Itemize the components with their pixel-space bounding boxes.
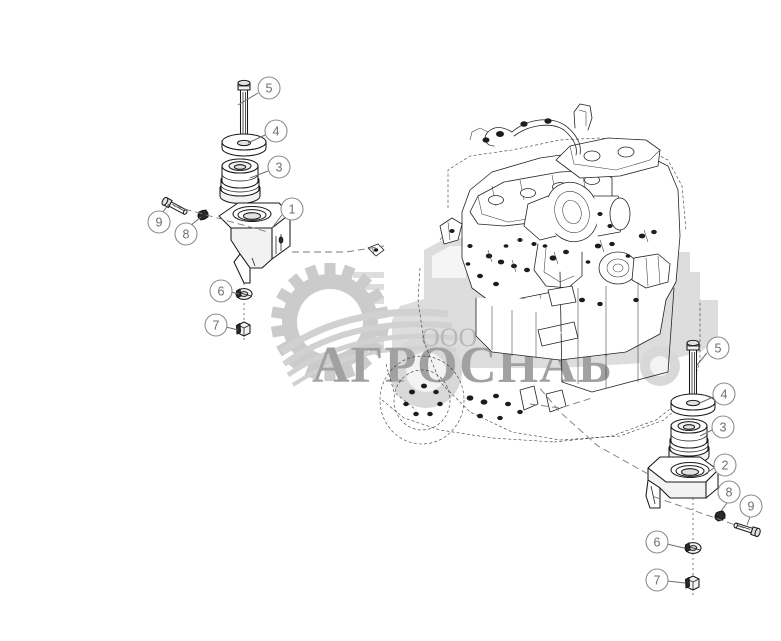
- callout-leader: [746, 516, 751, 526]
- callout-label: 9: [748, 500, 755, 514]
- callout-circle[interactable]: [645, 568, 669, 592]
- part-cap-screw-short-lower: [733, 522, 761, 538]
- engine-oil-pan: [475, 297, 667, 361]
- part-flat-washer-upper: [221, 133, 267, 157]
- callout-2-lower[interactable]: 2: [704, 453, 737, 477]
- callout-7-upper[interactable]: 7: [204, 313, 239, 337]
- callout-label: 7: [213, 319, 220, 333]
- callout-1-upper[interactable]: 1: [271, 197, 304, 229]
- part-lock-washer-lower: [684, 542, 702, 554]
- callout-label: 4: [273, 125, 280, 139]
- callout-3-lower[interactable]: 3: [699, 415, 735, 439]
- callout-label: 6: [654, 536, 661, 550]
- engine-front-bracket: [439, 217, 463, 245]
- callout-label: 8: [183, 228, 190, 242]
- callout-circle[interactable]: [280, 197, 304, 221]
- callout-circle[interactable]: [204, 313, 228, 337]
- callout-label: 6: [218, 285, 225, 299]
- part-hex-nut-upper: [235, 321, 251, 337]
- engine-alternator: [598, 251, 671, 289]
- callout-circle[interactable]: [713, 453, 737, 477]
- part-cap-screw-short-upper: [161, 196, 188, 215]
- part-mount-bracket-left: [218, 202, 291, 284]
- callout-leader: [237, 92, 259, 106]
- callout-circle[interactable]: [209, 279, 233, 303]
- callout-label: 9: [156, 216, 163, 230]
- callout-circle[interactable]: [174, 222, 198, 246]
- engine-turbocharger: [523, 181, 631, 243]
- callout-label: 4: [721, 388, 728, 402]
- callout-circle[interactable]: [739, 494, 763, 518]
- part-rubber-isolator-upper: [219, 158, 261, 204]
- callout-4-lower[interactable]: 4: [699, 382, 736, 406]
- fastener-path-lower: [651, 495, 745, 529]
- engine-exhaust-pipe: [533, 243, 583, 289]
- callout-label: 8: [726, 486, 733, 500]
- callout-5-upper[interactable]: 5: [237, 76, 281, 106]
- callout-6-lower[interactable]: 6: [645, 530, 685, 554]
- engine-breather-tube: [573, 103, 593, 131]
- callout-7-lower[interactable]: 7: [645, 568, 686, 592]
- engine-wiring-harness: [469, 118, 581, 156]
- combine-wheel-icon: [390, 336, 462, 408]
- callout-leader: [666, 543, 685, 549]
- callout-leader: [666, 580, 686, 584]
- callout-leader: [696, 352, 708, 366]
- engine-bellhousing-detail: [466, 385, 567, 421]
- callout-9-upper[interactable]: 9: [147, 203, 171, 234]
- callout-leader: [699, 429, 713, 437]
- chassis-vent-slot: [537, 321, 579, 347]
- part-lock-washer-upper: [235, 288, 253, 300]
- callout-label: 5: [266, 82, 273, 96]
- callout-3-upper[interactable]: 3: [249, 155, 291, 179]
- part-hex-nut-lower: [684, 575, 700, 591]
- part-mount-bracket-right: [645, 456, 719, 509]
- callout-label: 1: [289, 203, 296, 217]
- callout-leader: [271, 214, 283, 229]
- wheat-swoosh-icon: [279, 308, 457, 387]
- engine-assembly-illustration: [367, 103, 701, 445]
- callout-leader: [249, 170, 269, 179]
- callout-label: 5: [715, 342, 722, 356]
- upper-left-mount-assembly: [161, 79, 291, 340]
- callout-circle[interactable]: [267, 155, 291, 179]
- callout-circle[interactable]: [264, 119, 288, 143]
- callout-label: 3: [276, 161, 283, 175]
- engine-fastener-detail: [465, 212, 657, 307]
- callout-5-lower[interactable]: 5: [696, 336, 730, 366]
- callout-leader: [699, 396, 714, 404]
- machine-wheel-hub: [379, 355, 465, 445]
- assembly-location-leaders: [292, 245, 649, 475]
- callout-label: 2: [722, 459, 729, 473]
- callout-leader: [720, 502, 728, 512]
- callout-circle[interactable]: [717, 480, 741, 504]
- callout-4-upper[interactable]: 4: [247, 119, 288, 144]
- callout-6-upper[interactable]: 6: [209, 279, 240, 303]
- callout-circle[interactable]: [712, 382, 736, 406]
- callout-leader: [704, 467, 715, 475]
- callout-circle[interactable]: [147, 210, 171, 234]
- callout-circle[interactable]: [711, 415, 735, 439]
- callout-9-lower[interactable]: 9: [739, 494, 763, 526]
- watermark-company-type: ООО: [421, 323, 477, 352]
- callout-circle[interactable]: [257, 76, 281, 100]
- leader-lower-assembly-to-engine: [537, 385, 649, 475]
- combine-wheel-small-icon: [640, 346, 680, 386]
- callout-label: 3: [720, 421, 727, 435]
- callout-8-upper[interactable]: 8: [174, 216, 202, 246]
- callout-label: 7: [654, 574, 661, 588]
- engine-intake-manifold: [555, 137, 661, 179]
- fastener-path-upper: [173, 205, 269, 233]
- leader-upper-assembly-to-engine: [292, 245, 385, 253]
- callout-circle[interactable]: [706, 336, 730, 360]
- callout-circle[interactable]: [645, 530, 669, 554]
- callout-8-lower[interactable]: 8: [717, 480, 741, 512]
- callout-leader: [247, 134, 266, 144]
- part-flat-washer-lower: [670, 393, 716, 417]
- callout-leader: [225, 326, 239, 331]
- lower-right-mount-assembly: [645, 339, 761, 598]
- chassis-side-panel: [537, 271, 675, 393]
